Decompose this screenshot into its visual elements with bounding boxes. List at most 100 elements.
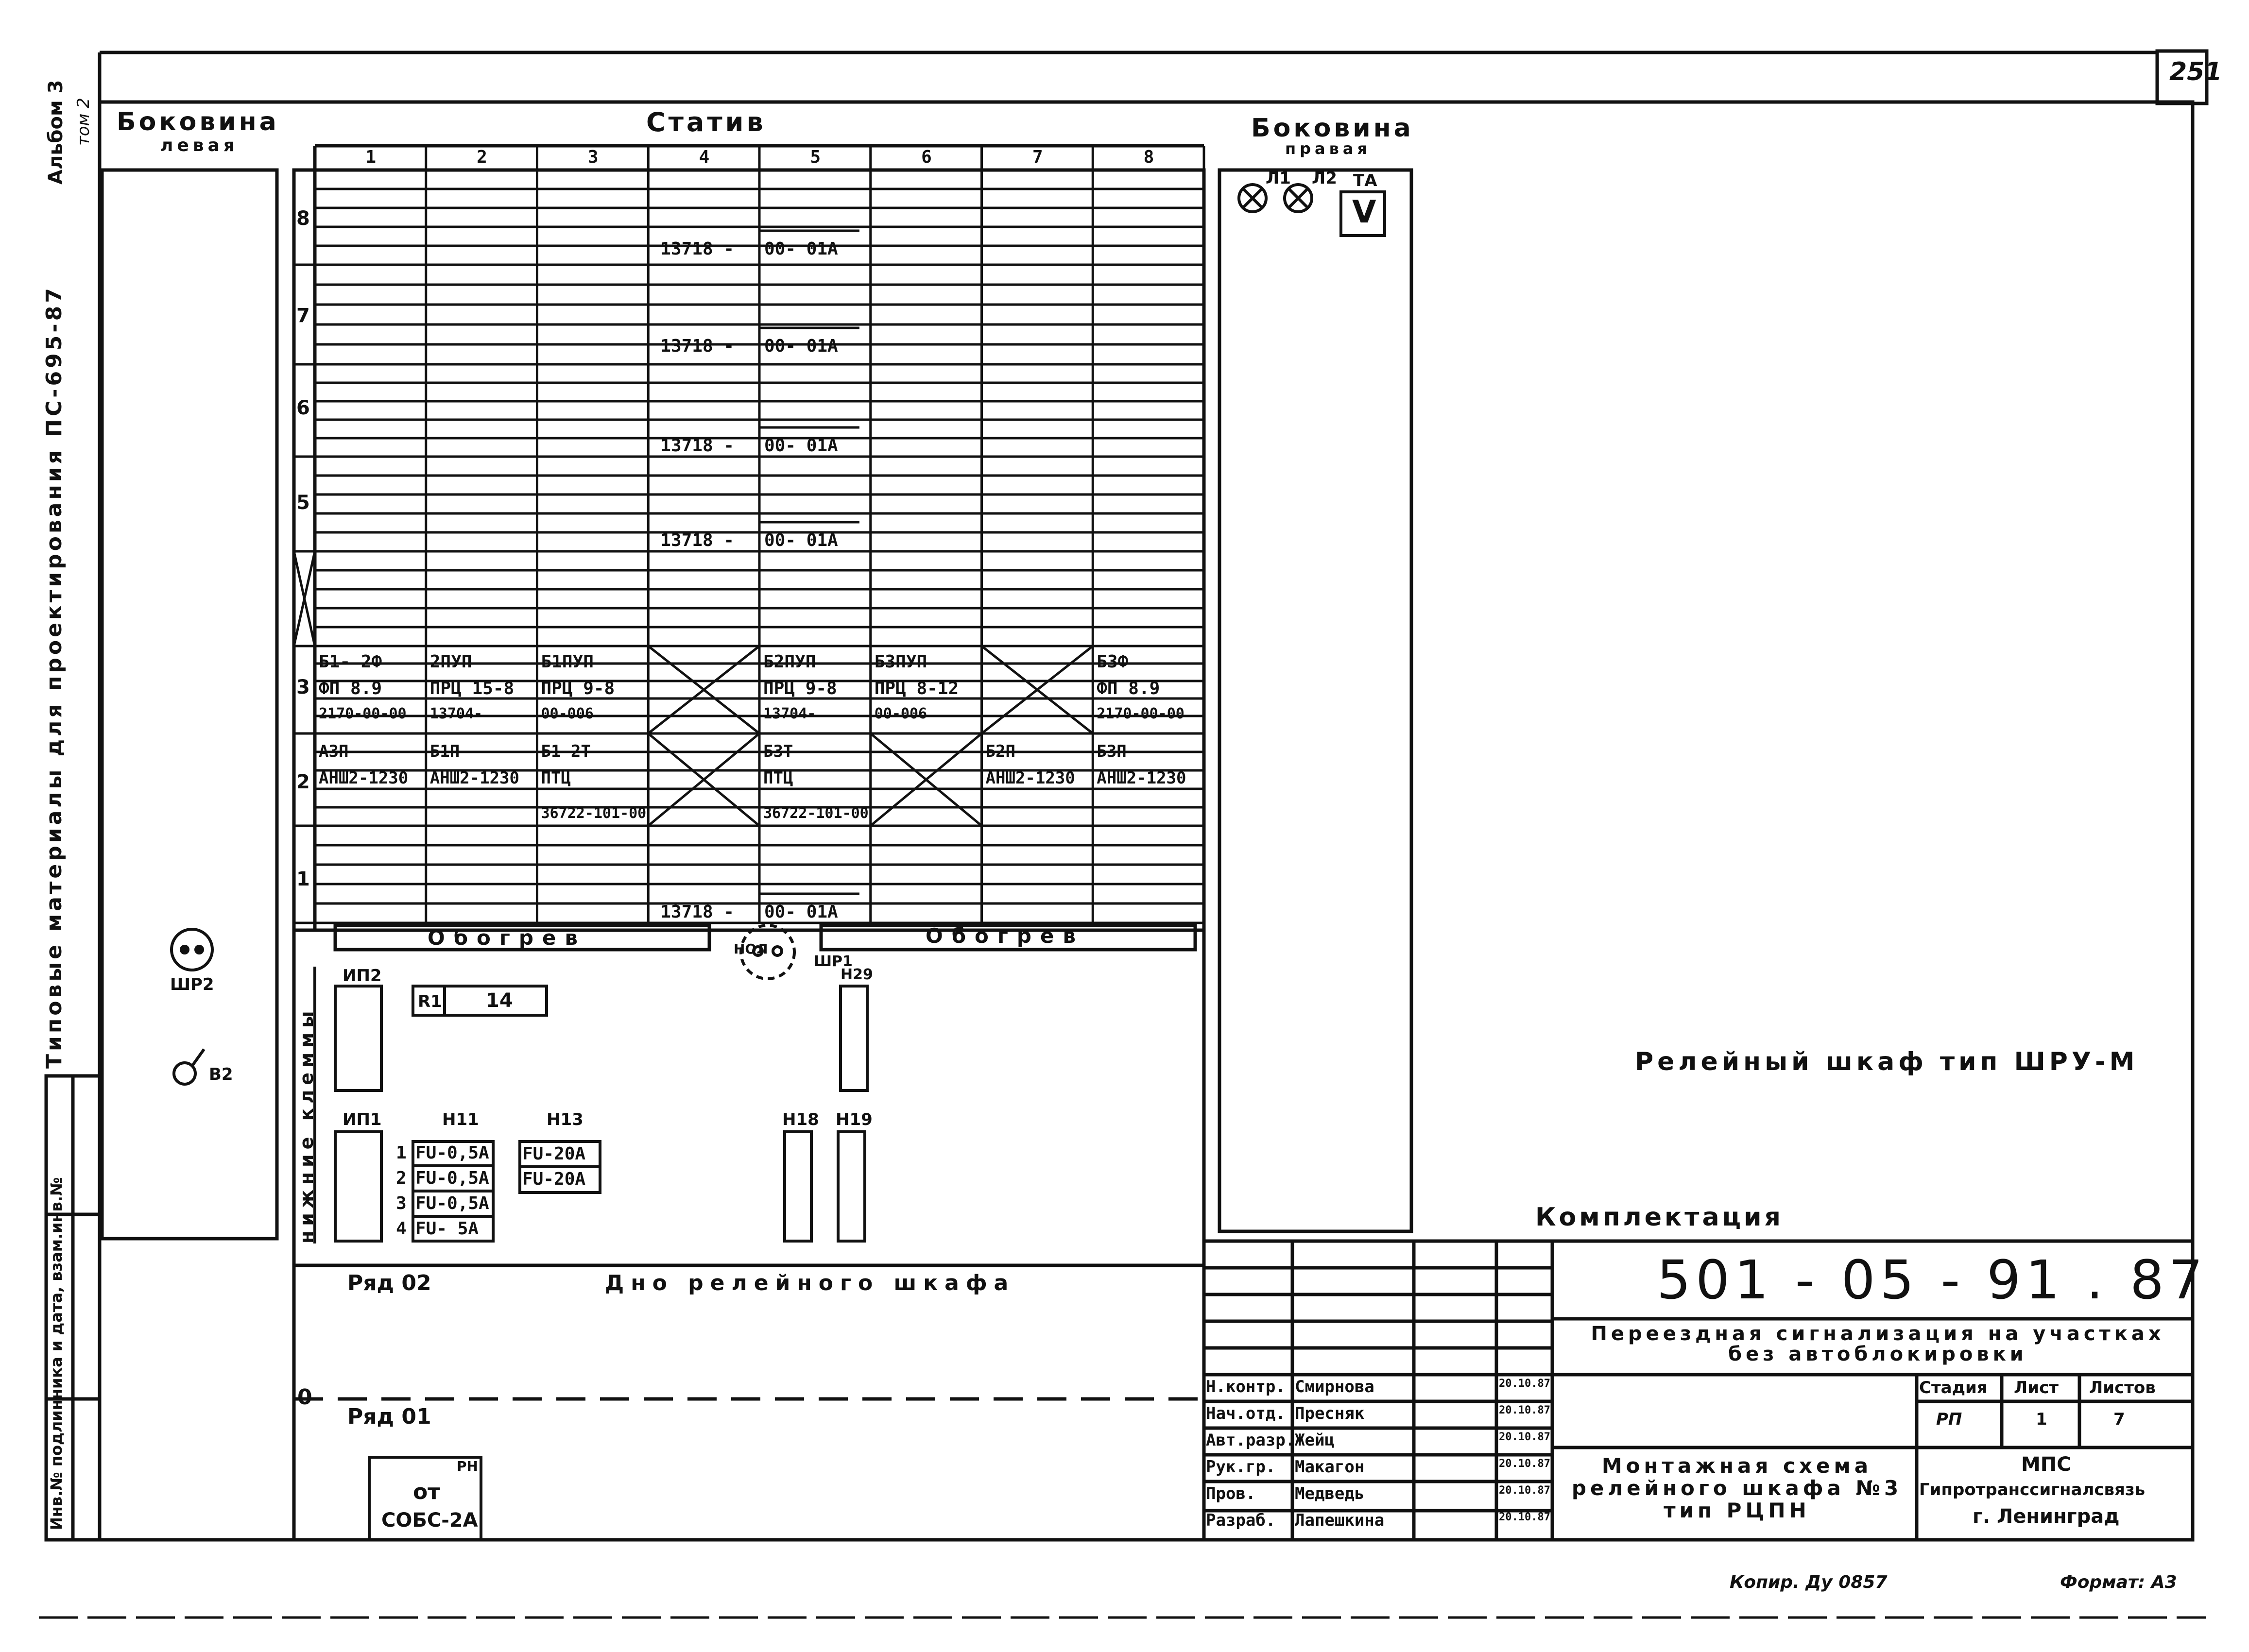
shelf3-cell-text: 00-006 (541, 705, 594, 722)
fuse-3-num: 3 (396, 1193, 407, 1213)
fuse-h13-2: FU-20А (522, 1169, 586, 1189)
shelf3-cell-text: Б3Ф (1097, 652, 1129, 672)
signature-role: Разраб. (1206, 1511, 1276, 1530)
heater-right-label: Обогрев (926, 924, 1084, 948)
right-side-title: Боковина (1251, 114, 1414, 143)
floor-label: Дно релейного шкафа (605, 1271, 1015, 1295)
rack-column-header: 3 (587, 147, 599, 167)
shelf2-cell-text: АНШ2-1230 (985, 768, 1075, 788)
transformer-box (368, 1456, 482, 1541)
h29-label: Н29 (841, 966, 873, 983)
shelf3-cell-text: ПРЦ 15-8 (429, 679, 515, 698)
sheet-value: 1 (2036, 1410, 2047, 1429)
stage-value: РП (1936, 1410, 1962, 1429)
rack-column-header: 6 (921, 147, 932, 167)
terminal-ip1 (334, 1130, 383, 1243)
terminal-h19 (837, 1130, 866, 1243)
signature-role: Нач.отд. (1206, 1404, 1286, 1423)
resistor-r1 (412, 985, 548, 1017)
thermo-label: НОЛ (734, 941, 768, 957)
sheet-frame (98, 100, 2195, 1542)
left-side-panel (100, 168, 279, 1241)
terminal-ip2 (334, 985, 383, 1092)
org-1: МПС (2021, 1453, 2071, 1476)
row-02-label: Ряд 02 (347, 1271, 431, 1295)
shelf3-cell-text: 13704- (429, 705, 483, 722)
lamp-l1-icon (1237, 183, 1268, 213)
sheets-value: 7 (2113, 1410, 2125, 1429)
r1-label: R1 (418, 992, 442, 1011)
shelf3-cell-text: ФП 8.9 (1097, 679, 1160, 698)
row-01-label: Ряд 01 (347, 1404, 431, 1429)
footer-format: Формат: А3 (2060, 1572, 2177, 1592)
rack-shelf-number: 6 (296, 397, 310, 419)
title-block (1202, 1239, 2195, 1542)
shelf2-cell-text: ПТЦ (763, 768, 793, 788)
signature-role: Рук.гр. (1206, 1457, 1276, 1477)
block-code-right: 00- 01А (764, 239, 838, 259)
thermo-socket-icon (739, 924, 796, 980)
shelf3-cell-text: ПРЦ 9-8 (763, 679, 837, 698)
shelf2-cell-text: Б2П (985, 742, 1015, 761)
h11-label: Н11 (442, 1110, 479, 1129)
signature-name: Макагон (1295, 1457, 1365, 1477)
fuse-2-value: FU-0,5А (415, 1168, 489, 1188)
meter-label: ТА (1353, 171, 1377, 190)
shelf3-cell-text: 2170-00-00 (319, 705, 407, 722)
project-title: Переездная сигнализация на участках без … (1591, 1323, 2165, 1365)
empty-slot-cross (647, 645, 760, 734)
fuse-3-value: FU-0,5А (415, 1193, 489, 1213)
r1-value: 14 (486, 989, 513, 1012)
voltmeter-symbol: V (1352, 194, 1376, 230)
shelf2-cell-text: 36722-101-00 (763, 805, 869, 822)
terminal-h29 (839, 985, 869, 1092)
shelf2-cell-text: АНШ2-1230 (429, 768, 519, 788)
shelf3-cell-text: ПРЦ 8-12 (874, 679, 959, 698)
block-code-left: 13718 - (660, 530, 734, 550)
box-mid-label: от (413, 1480, 440, 1504)
rack-column-header: 4 (699, 147, 710, 167)
fuse-4-num: 4 (396, 1219, 407, 1239)
h13-label: Н13 (547, 1110, 584, 1129)
socket-shr2-label: ШР2 (170, 975, 214, 994)
box-bot-label: СОБС-2А (381, 1509, 478, 1532)
shelf2-cell-text: Б1-2Т (541, 742, 591, 761)
rack-shelf-number: 5 (296, 492, 310, 514)
rack-shelf-number: 2 (296, 771, 310, 793)
org-3: г. Ленинград (1973, 1505, 2120, 1528)
lamp-l2-icon (1283, 183, 1313, 213)
rack-column-header: 7 (1032, 147, 1043, 167)
signature-name: Пресняк (1295, 1404, 1365, 1423)
zero-mark: 0 (297, 1385, 312, 1410)
rack-column-header: 2 (477, 147, 487, 167)
sheet-header: Лист (2014, 1378, 2059, 1397)
lower-terminals-label: нижние клеммы (296, 1006, 317, 1243)
switch-b2-icon (172, 1061, 197, 1086)
shelf2-cell-text: Б3П (1097, 742, 1127, 761)
signature-name: Смирнова (1295, 1377, 1374, 1397)
signature-name: Лапешкина (1295, 1511, 1385, 1530)
fuse-2-num: 2 (396, 1168, 407, 1188)
rack-shelf-number: 3 (296, 676, 310, 698)
block-code-right: 00- 01А (764, 336, 838, 356)
h18-label: Н18 (782, 1110, 819, 1129)
kit-label: Комплектация (1535, 1203, 1784, 1232)
signature-name: Медведь (1295, 1484, 1365, 1503)
h19-label: Н19 (836, 1110, 873, 1129)
block-code-left: 13718 - (660, 902, 734, 922)
fuse-1-value: FU-0,5А (415, 1143, 489, 1163)
shelf2-cell-text: А3П (319, 742, 349, 761)
heater-left-label: Обогрев (428, 926, 586, 950)
empty-slot-cross (870, 732, 983, 827)
cabinet-type: Релейный шкаф тип ШРУ-М (1635, 1047, 2139, 1076)
signature-date: 20.10.87 (1499, 1431, 1550, 1443)
shelf3-cell-text: 13704- (763, 705, 816, 722)
shelf3-cell-text: Б3ПУП (874, 652, 927, 672)
margin-volume: том 2 (74, 98, 93, 146)
org-2: Гипротранссигналсвязь (1919, 1480, 2146, 1499)
footer-copy: Копир. Ду 0857 (1730, 1572, 1888, 1592)
margin-inventory: Инв.№ подлинника и дата, взам.инв.№ (47, 1177, 66, 1530)
shelf3-cell-text: Б1- 2Ф (319, 652, 382, 672)
fuse-4-value: FU- 5А (415, 1219, 479, 1239)
